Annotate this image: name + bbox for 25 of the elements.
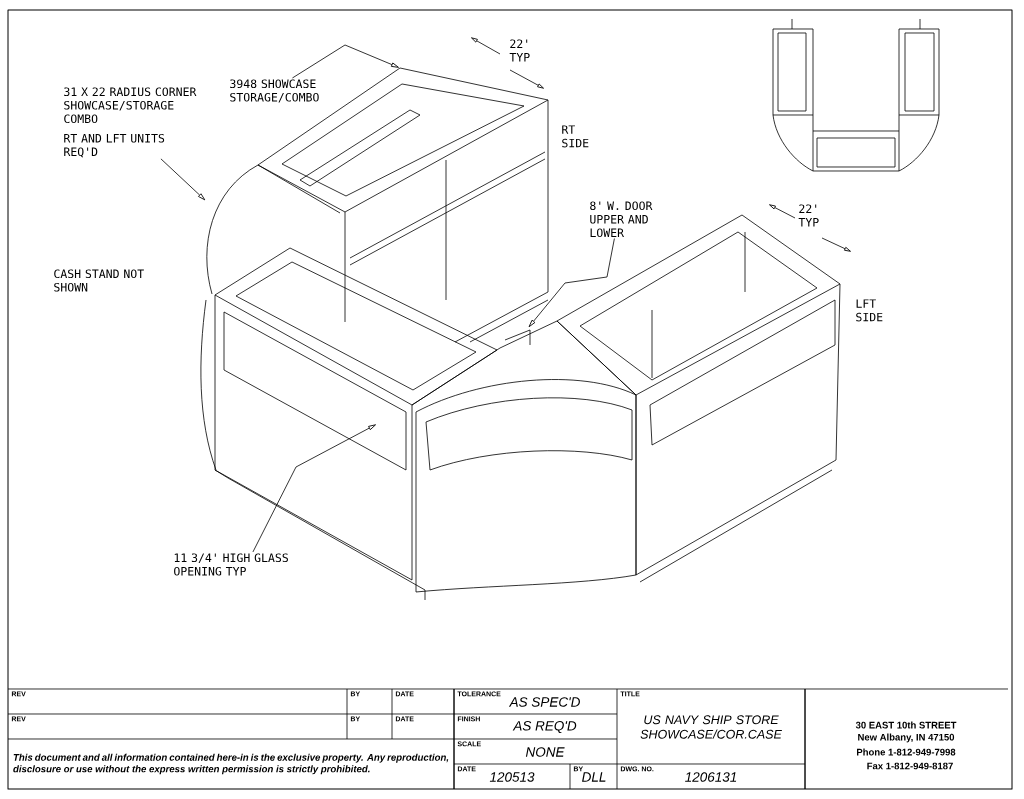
callout-text: 11 3/4' HIGH GLASS OPENING TYP <box>174 553 288 576</box>
address-text: 30 EAST 10th STREET <box>855 721 957 729</box>
title-text: US NAVY SHIP STORE SHOWCASE/COR.CASE <box>640 715 782 739</box>
note-text: CASH STAND NOT SHOWN <box>54 269 144 292</box>
leader-line <box>528 238 615 328</box>
field-value: 120513 <box>489 772 535 782</box>
callout-text: 3948 SHOWCASE STORAGE/COMBO <box>230 79 319 103</box>
callout-text: 8' W. DOOR UPPER AND LOWER <box>590 201 653 238</box>
field-value: AS REQ'D <box>512 721 577 733</box>
dimension-label: 22' TYP <box>798 204 819 227</box>
field-value: 1206131 <box>685 772 737 782</box>
address-text: New Albany, IN 47150 <box>858 733 955 743</box>
dimension-label: 22' TYP <box>509 39 530 62</box>
field-value: NONE <box>525 747 565 757</box>
side-label: LFT SIDE <box>856 299 883 322</box>
notice-text: This document and all information contained here-in is the exclusive property. Any reproduction, disclosure or use without the express written permission is strictly prohibited. <box>13 753 449 775</box>
field-value: DLL <box>582 772 606 782</box>
callout-text: 31 X 22 RADIUS CORNER SHOWCASE/STORAGE COMBO RT AND LFT UNITS REQ'D <box>64 87 197 158</box>
address-text: Phone 1-812-949-7998 <box>857 748 956 756</box>
leader-line <box>292 44 399 79</box>
leader-line <box>252 424 376 553</box>
field-value: AS SPEC'D <box>508 697 580 707</box>
side-label: RT SIDE <box>562 125 589 148</box>
address-text: Fax 1-812-949-8187 <box>867 762 953 770</box>
leader-line <box>160 158 206 201</box>
